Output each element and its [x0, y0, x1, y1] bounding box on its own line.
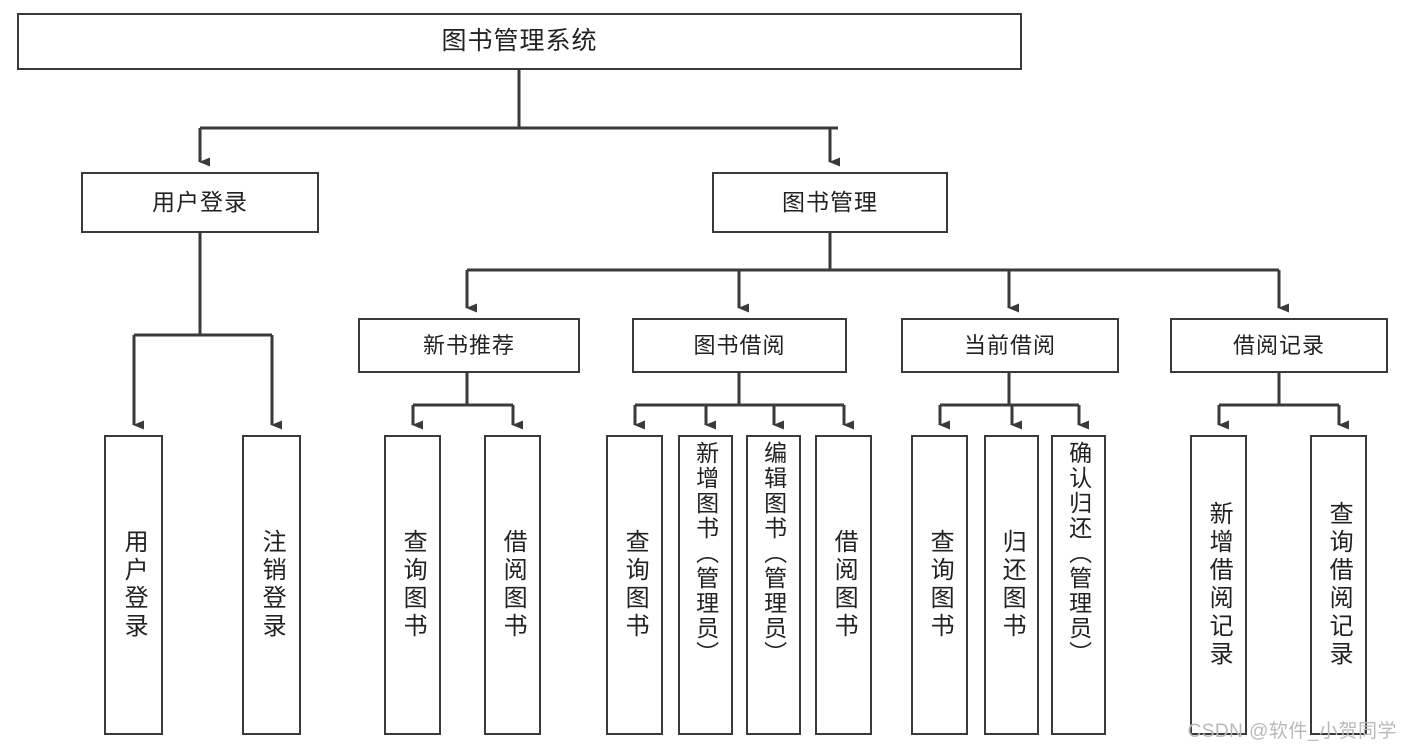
leaf-newbook-borrow-book-label: 借阅图书 [499, 529, 527, 641]
leaf-current-confirm-return-admin-label: 确认归还（管理员） [1065, 441, 1092, 666]
leaf-newbook-query-book[interactable]: 查询图书 [384, 435, 441, 735]
leaf-newbook-query-book-label: 查询图书 [399, 529, 427, 641]
node-book-borrow[interactable]: 图书借阅 [632, 318, 847, 373]
leaf-borrow-edit-book-admin-label: 编辑图书（管理员） [760, 441, 787, 666]
leaf-record-add-record-label: 新增借阅记录 [1205, 501, 1233, 669]
node-book-management-label: 图书管理 [782, 189, 878, 216]
leaf-borrow-edit-book-admin[interactable]: 编辑图书（管理员） [746, 435, 801, 735]
leaf-borrow-add-book-admin[interactable]: 新增图书（管理员） [678, 435, 733, 735]
csdn-watermark: CSDN @软件_小贺同学 [1187, 721, 1397, 742]
node-current-borrow[interactable]: 当前借阅 [901, 318, 1119, 373]
leaf-current-confirm-return-admin[interactable]: 确认归还（管理员） [1051, 435, 1106, 735]
leaf-current-return-book[interactable]: 归还图书 [984, 435, 1039, 735]
leaf-borrow-query-book-label: 查询图书 [621, 529, 649, 641]
node-root-label: 图书管理系统 [441, 27, 598, 56]
leaf-borrow-query-book[interactable]: 查询图书 [606, 435, 663, 735]
leaf-current-query-book-label: 查询图书 [926, 529, 954, 641]
node-borrow-record[interactable]: 借阅记录 [1170, 318, 1388, 373]
leaf-newbook-borrow-book[interactable]: 借阅图书 [484, 435, 541, 735]
leaf-borrow-add-book-admin-label: 新增图书（管理员） [692, 441, 719, 666]
node-user-login[interactable]: 用户登录 [81, 172, 319, 233]
node-user-login-label: 用户登录 [152, 189, 248, 216]
node-book-management[interactable]: 图书管理 [712, 172, 948, 233]
leaf-current-return-book-label: 归还图书 [998, 529, 1026, 641]
node-new-book-recommend-label: 新书推荐 [422, 332, 515, 358]
node-book-borrow-label: 图书借阅 [693, 332, 786, 358]
leaf-record-query-record[interactable]: 查询借阅记录 [1310, 435, 1367, 735]
leaf-current-query-book[interactable]: 查询图书 [911, 435, 968, 735]
node-root-system[interactable]: 图书管理系统 [17, 13, 1022, 70]
leaf-user-login[interactable]: 用户登录 [104, 435, 163, 735]
node-current-borrow-label: 当前借阅 [963, 332, 1056, 358]
leaf-user-logout-label: 注销登录 [258, 529, 286, 641]
node-new-book-recommend[interactable]: 新书推荐 [358, 318, 580, 373]
leaf-record-add-record[interactable]: 新增借阅记录 [1190, 435, 1247, 735]
leaf-user-logout[interactable]: 注销登录 [242, 435, 301, 735]
node-borrow-record-label: 借阅记录 [1232, 332, 1325, 358]
leaf-borrow-borrow-book-label: 借阅图书 [830, 529, 858, 641]
leaf-user-login-label: 用户登录 [120, 529, 148, 641]
leaf-borrow-borrow-book[interactable]: 借阅图书 [815, 435, 872, 735]
leaf-record-query-record-label: 查询借阅记录 [1325, 501, 1353, 669]
